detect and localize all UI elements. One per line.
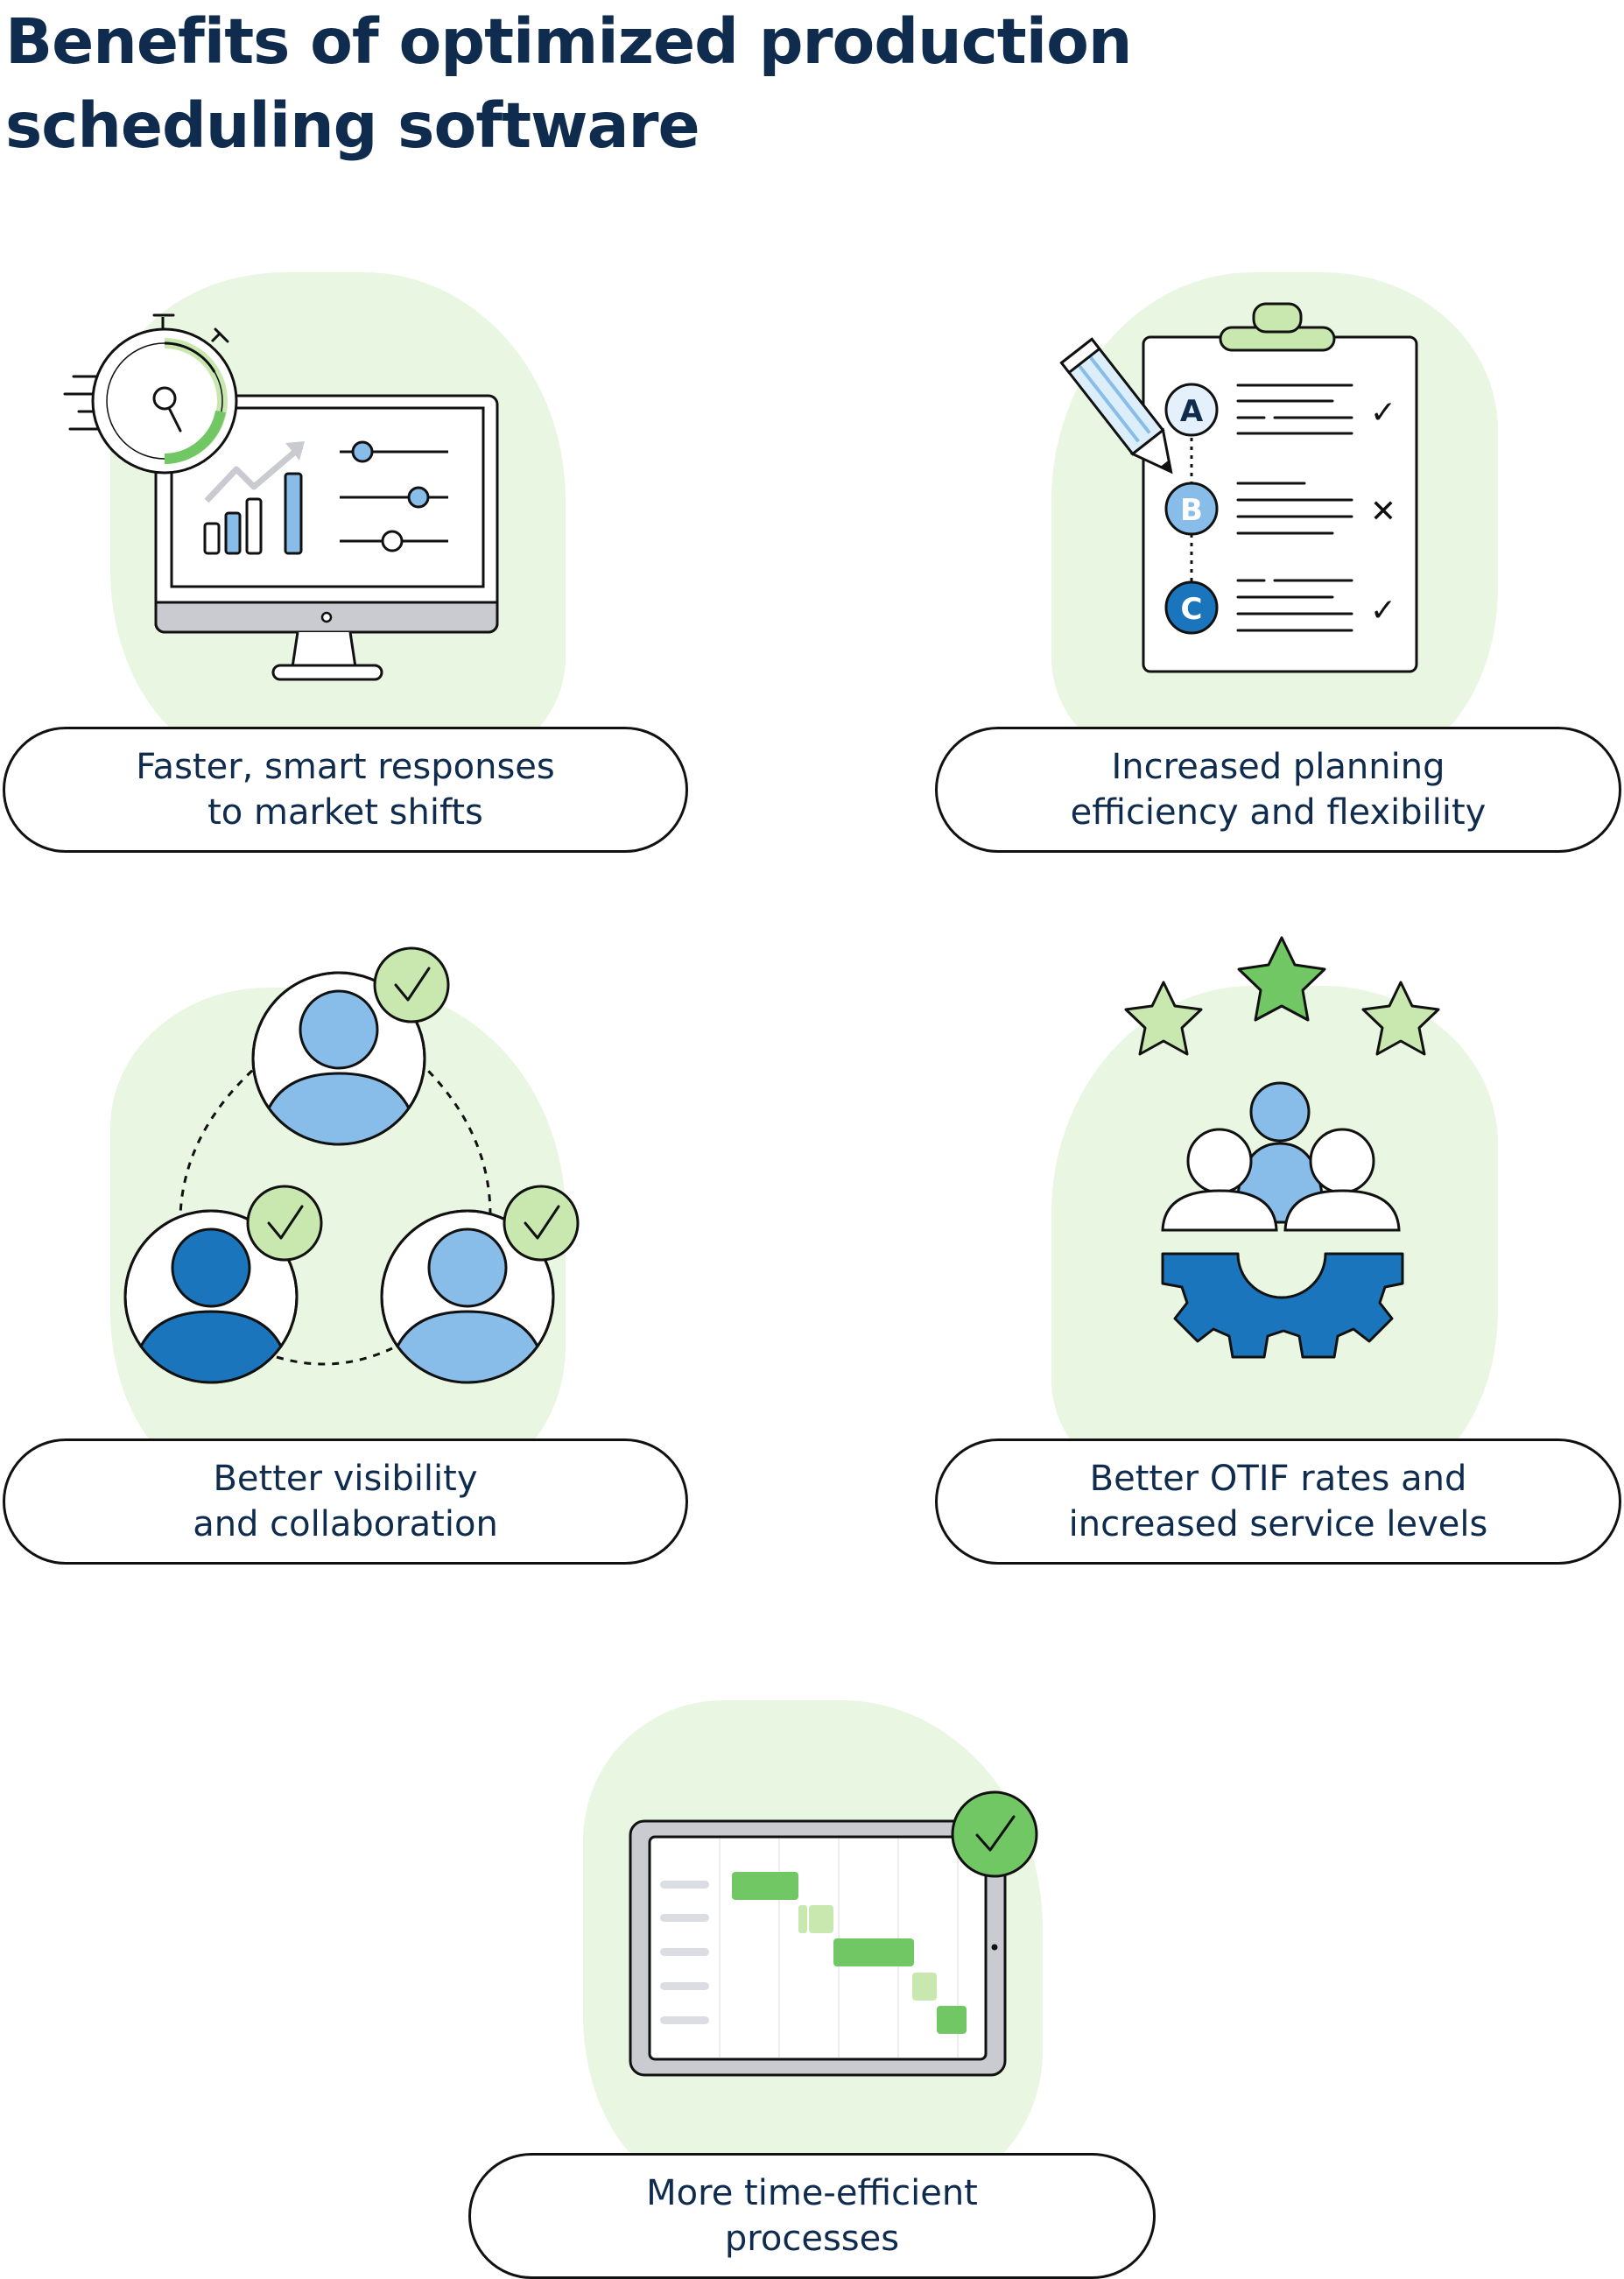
checklist-letter-a: A [1180, 394, 1204, 429]
tablet-gantt-icon [629, 1790, 1038, 2077]
checklist-letter-c: C [1181, 592, 1203, 627]
benefit-pill-time-efficient: More time-efficient processes [468, 2153, 1156, 2279]
monitor-stopwatch-icon [63, 313, 499, 681]
benefit-label: Better OTIF rates and increased service … [1068, 1459, 1488, 1544]
page-title: Benefits of optimized production schedul… [5, 5, 1132, 162]
check-mark: ✓ [1370, 593, 1396, 629]
checklist-letter-b: B [1180, 493, 1203, 528]
benefit-label: More time-efficient processes [646, 2173, 978, 2259]
benefit-pill-planning-efficiency: Increased planning efficiency and flexib… [935, 727, 1621, 853]
team-collaboration-icon [123, 946, 580, 1384]
benefit-pill-visibility: Better visibility and collaboration [3, 1438, 688, 1565]
benefit-pill-otif-rates: Better OTIF rates and increased service … [935, 1438, 1621, 1565]
benefit-pill-faster-responses: Faster, smart responses to market shifts [3, 727, 688, 853]
benefit-label: Better visibility and collaboration [193, 1459, 498, 1544]
background-blob [1051, 986, 1498, 1485]
cross-mark: ✕ [1370, 494, 1396, 530]
benefit-label: Increased planning efficiency and flexib… [1070, 747, 1487, 833]
benefit-label: Faster, smart responses to market shifts [136, 747, 555, 833]
stars-team-gear-icon [1124, 936, 1440, 1359]
clipboard-checklist-icon: A B C ✓ ✕ ✓ [1059, 302, 1418, 673]
check-mark: ✓ [1370, 395, 1396, 431]
